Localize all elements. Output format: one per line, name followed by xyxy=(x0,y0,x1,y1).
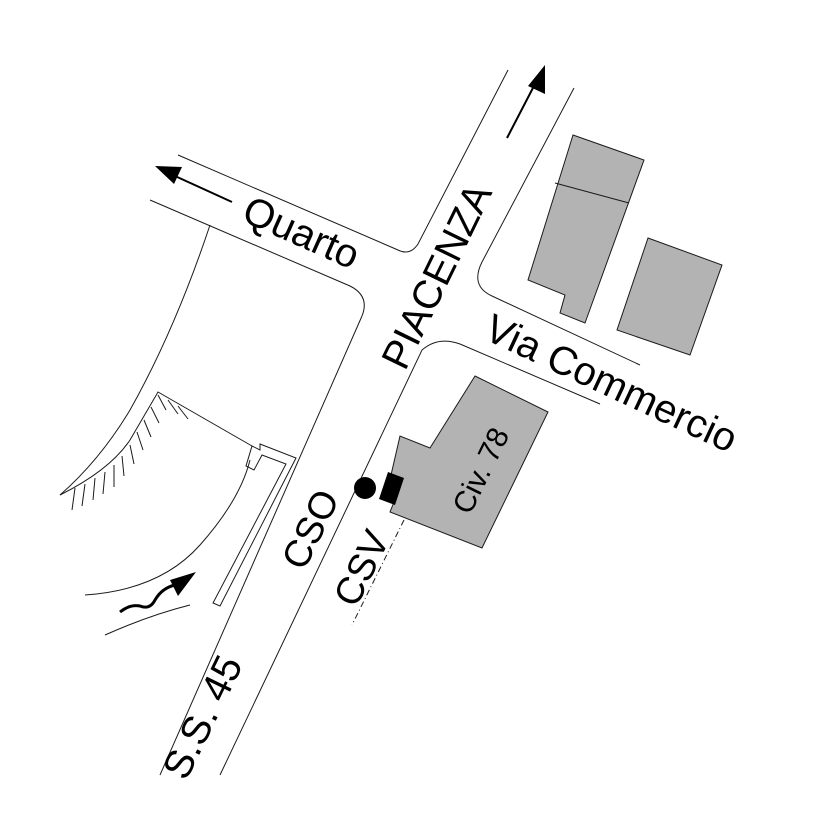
marker-label-csv: CSV xyxy=(326,524,398,613)
street-label-ss45: S.S. 45 xyxy=(155,649,252,786)
bridge-structure xyxy=(212,443,297,607)
embankment-line xyxy=(59,391,253,496)
north-arrow-icon xyxy=(506,65,545,139)
quarto-road-lower-edge xyxy=(149,199,365,317)
building-north-divider xyxy=(554,182,630,204)
location-dot-icon xyxy=(354,477,376,499)
embankment-hatching xyxy=(71,394,189,511)
park-boundary-curve xyxy=(59,224,211,496)
via-commercio-lower-edge xyxy=(459,343,601,405)
ss45-east-edge xyxy=(219,340,461,776)
river-arrow-icon xyxy=(119,572,196,614)
building-north xyxy=(527,134,645,324)
piacenza-east-edge xyxy=(477,87,641,366)
west-arrow-icon xyxy=(155,166,233,203)
quarto-road-upper-edge xyxy=(177,69,509,253)
river-bank-curve xyxy=(84,459,251,596)
river-lower-curve xyxy=(104,604,191,636)
ss45-west-edge xyxy=(159,315,363,776)
csv-marker-block xyxy=(379,472,404,505)
building-east xyxy=(616,237,723,356)
